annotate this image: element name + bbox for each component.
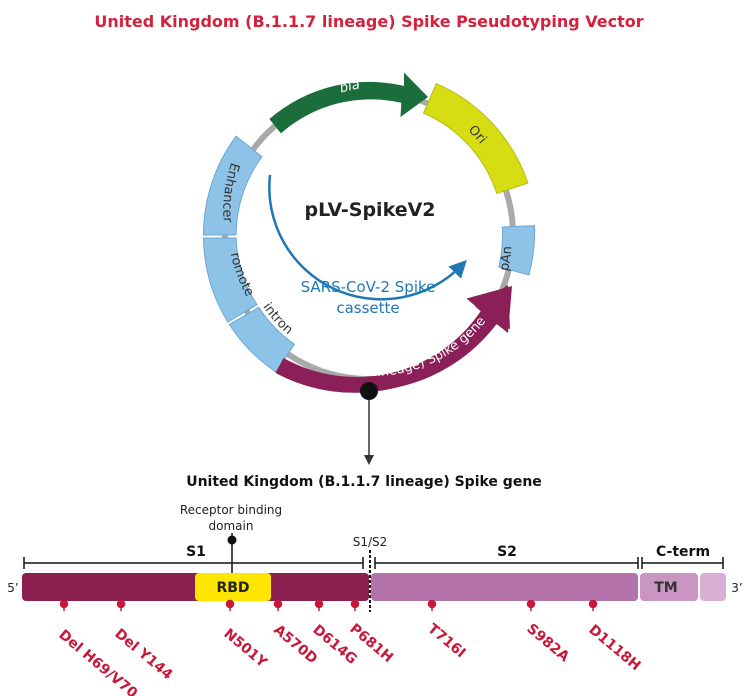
rbd-pointer-dot <box>227 535 237 545</box>
s1s2-label: S1/S2 <box>353 535 388 549</box>
cassette-label-line2: cassette <box>336 299 399 317</box>
tm-bar <box>640 573 698 601</box>
bla-label: bla <box>338 77 361 96</box>
s2-bar <box>371 573 638 601</box>
plasmid-name: pLV-SpikeV2 <box>304 199 435 221</box>
rbd-box <box>195 573 271 601</box>
cassette-label-line1: SARS-CoV-2 Spike <box>301 278 436 296</box>
promoter-segment <box>202 237 258 323</box>
pan-label: pAn <box>497 245 515 272</box>
five-prime-label: 5’ <box>7 581 18 595</box>
spike-gene-label: UK (B.1.1.7 lineage) Spike gene <box>298 314 489 380</box>
ori-segment <box>422 83 529 195</box>
tm-label: TM <box>654 580 677 596</box>
spike-gene-arrow-body <box>275 286 512 393</box>
rbd-caption-line2: domain <box>209 519 254 533</box>
cterm-label: C-term <box>656 544 710 560</box>
mutation-label: D1118H <box>585 622 643 674</box>
three-prime-label: 3’ <box>731 581 742 595</box>
gene-title: United Kingdom (B.1.1.7 lineage) Spike g… <box>186 474 542 490</box>
cterm-bracket <box>641 557 724 569</box>
mutation-markers <box>59 599 598 611</box>
s2-bracket <box>374 557 639 569</box>
mutation-label: S982A <box>523 621 572 666</box>
s1-label: S1 <box>186 544 206 560</box>
s1-bracket <box>23 557 364 569</box>
pan-segment <box>498 225 536 276</box>
intron-segment <box>228 306 296 373</box>
cassette-arrow <box>268 174 467 301</box>
mutation-label: N501Y <box>220 626 270 672</box>
rbd-caption-line1: Receptor binding <box>180 503 282 517</box>
mutation-label: T716I <box>424 621 468 662</box>
enhancer-segment <box>202 135 263 236</box>
figure-title: United Kingdom (B.1.1.7 lineage) Spike P… <box>94 12 643 31</box>
rbd-label: RBD <box>216 580 249 596</box>
pointer-dot <box>360 382 378 400</box>
cterm-tail-bar <box>700 573 726 601</box>
bla-arrow <box>269 72 428 134</box>
s2-label: S2 <box>497 544 517 560</box>
pointer-arrowhead <box>364 455 374 465</box>
